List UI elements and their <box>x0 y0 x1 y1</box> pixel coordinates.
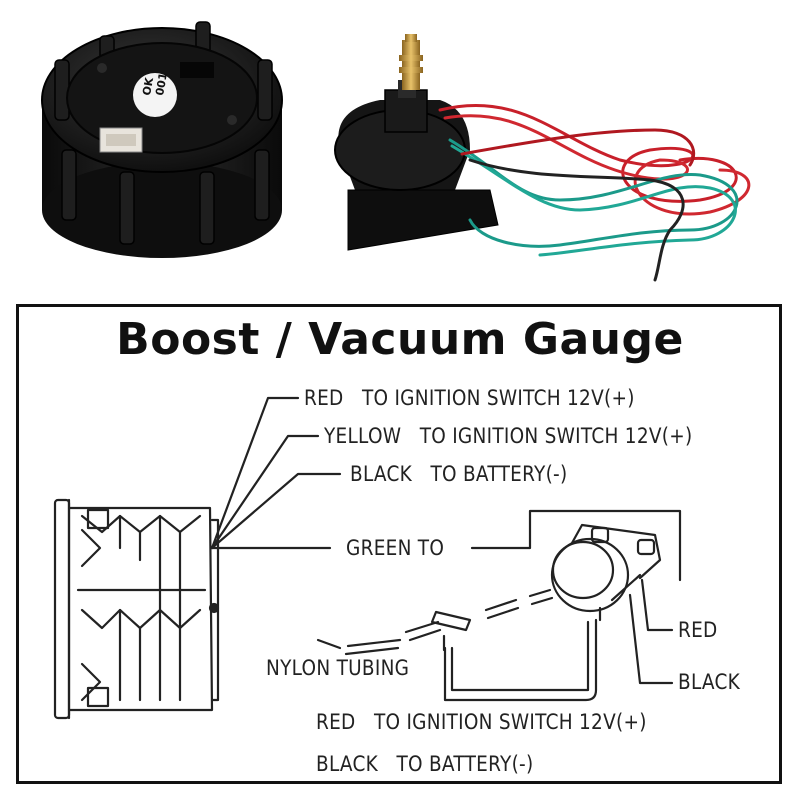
gauge-drawing <box>53 498 220 720</box>
sender-photo <box>334 34 499 251</box>
product-photos: OK 001 <box>41 21 751 282</box>
gauge-photo: OK 001 <box>41 21 283 258</box>
nylon-tubing-drawing <box>316 588 598 702</box>
sender-wires <box>438 103 751 282</box>
diagram-frame <box>16 304 782 784</box>
label-black-battery: BLACK TO BATTERY(-) <box>350 462 568 486</box>
diagram-title: Boost / Vacuum Gauge <box>116 314 684 365</box>
label-sensor-red: RED <box>678 618 718 642</box>
note-red-ignition: RED TO IGNITION SWITCH 12V(+) <box>316 710 647 734</box>
label-yellow-ignition: YELLOW TO IGNITION SWITCH 12V(+) <box>324 424 693 448</box>
note-black-battery: BLACK TO BATTERY(-) <box>316 752 534 776</box>
label-nylon-tubing: NYLON TUBING <box>266 656 410 680</box>
sender-drawing <box>550 523 674 685</box>
label-red-ignition: RED TO IGNITION SWITCH 12V(+) <box>304 386 635 410</box>
stamp-ok: OK <box>140 76 156 96</box>
stamp-number: 001 <box>153 72 170 97</box>
label-green-to: GREEN TO <box>346 536 445 560</box>
label-sensor-black: BLACK <box>678 670 741 694</box>
